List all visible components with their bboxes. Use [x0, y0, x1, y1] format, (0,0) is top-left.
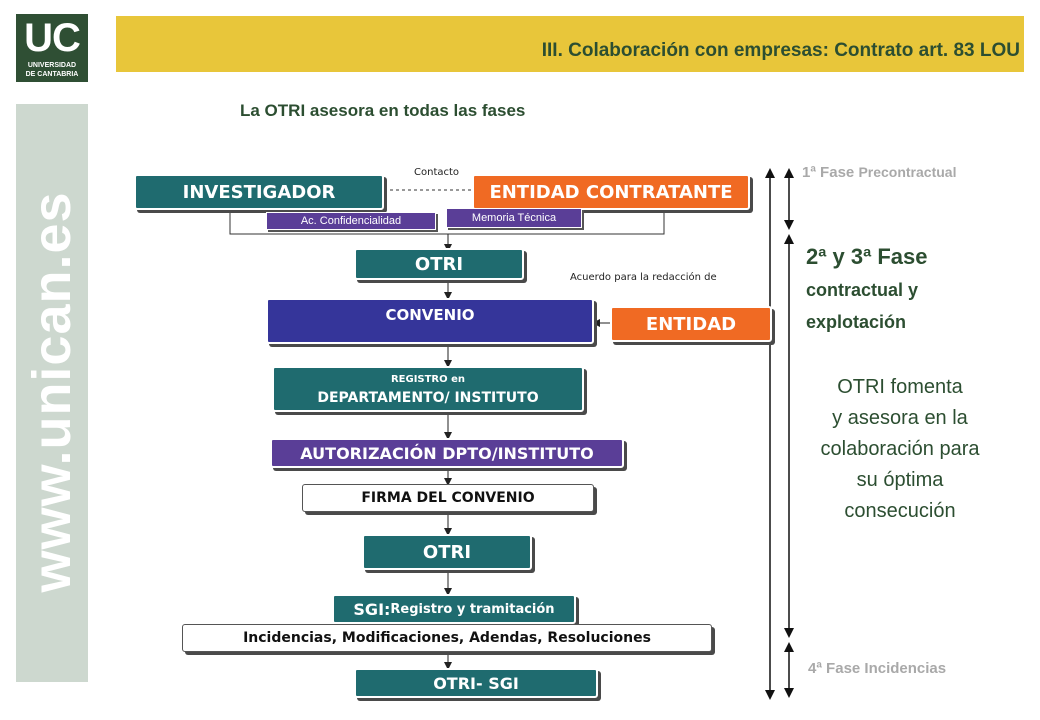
- acuerdo-label: Acuerdo para la redacción de: [570, 272, 717, 283]
- logo-text: UC: [24, 16, 81, 60]
- registro-line-1: REGISTRO en: [390, 374, 466, 385]
- uc-logo: UC UNIVERSIDAD DE CANTABRIA: [16, 14, 88, 82]
- subtitle: La OTRI asesora en todas las fases: [240, 101, 526, 120]
- logo-sub-1: UNIVERSIDAD: [27, 62, 77, 69]
- memoria-tecnica-tag[interactable]: Memoria Técnica: [446, 208, 582, 228]
- ac-confidencialidad-tag[interactable]: Ac. Confidencialidad: [266, 212, 436, 230]
- desc-line-4: su óptima: [856, 469, 944, 491]
- contacto-label: Contacto: [414, 167, 460, 178]
- sgi-rest-label: Registro y tramitación: [390, 601, 555, 617]
- otri-box-2[interactable]: OTRI: [362, 534, 532, 570]
- side-band: [16, 104, 88, 682]
- fase-23-line-2: explotación: [806, 312, 907, 332]
- header-bar: [116, 16, 1024, 72]
- otri-description: OTRI fomenta y asesora en la colaboració…: [800, 372, 1000, 527]
- desc-line-5: consecución: [844, 500, 956, 522]
- otri-sgi-box[interactable]: OTRI- SGI: [354, 668, 598, 698]
- registro-box[interactable]: REGISTRO en DEPARTAMENTO/ INSTITUTO: [272, 366, 584, 412]
- sgi-bold-label: SGI:: [353, 599, 391, 619]
- desc-line-3: colaboración para: [820, 438, 980, 460]
- desc-line-1: OTRI fomenta: [837, 376, 963, 398]
- investigador-box[interactable]: INVESTIGADOR: [134, 174, 384, 210]
- incidencias-box[interactable]: Incidencias, Modificaciones, Adendas, Re…: [182, 624, 712, 652]
- fase-1-num: 1ª Fase: [802, 164, 855, 181]
- entidad-box[interactable]: ENTIDAD: [610, 306, 772, 342]
- top-bracket: [229, 210, 665, 235]
- convenio-box[interactable]: CONVENIO: [266, 298, 594, 344]
- otri-box-1[interactable]: OTRI: [354, 248, 524, 280]
- fase-23-title: 2ª y 3ª Fase: [806, 244, 928, 269]
- registro-line-2: DEPARTAMENTO/ INSTITUTO: [317, 390, 539, 406]
- sgi-box[interactable]: SGI: Registro y tramitación: [332, 594, 576, 624]
- fase-1-rest: Precontractual: [858, 164, 957, 180]
- entidad-label: ENTIDAD: [645, 313, 737, 335]
- autorizacion-box[interactable]: AUTORIZACIÓN DPTO/INSTITUTO: [270, 438, 624, 468]
- logo-sub-2: DE CANTABRIA: [25, 71, 79, 78]
- fase-23-line-1: contractual y: [806, 280, 919, 300]
- entidad-contratante-box[interactable]: ENTIDAD CONTRATANTE: [472, 174, 750, 210]
- desc-line-2: y asesora en la: [832, 407, 968, 429]
- firma-box[interactable]: FIRMA DEL CONVENIO: [302, 484, 594, 512]
- fase-1-label: 1ª Fase Precontractual: [802, 164, 956, 181]
- page-title: III. Colaboración con empresas: Contrato…: [541, 40, 1020, 61]
- fase-4-label: 4ª Fase Incidencias: [808, 660, 947, 677]
